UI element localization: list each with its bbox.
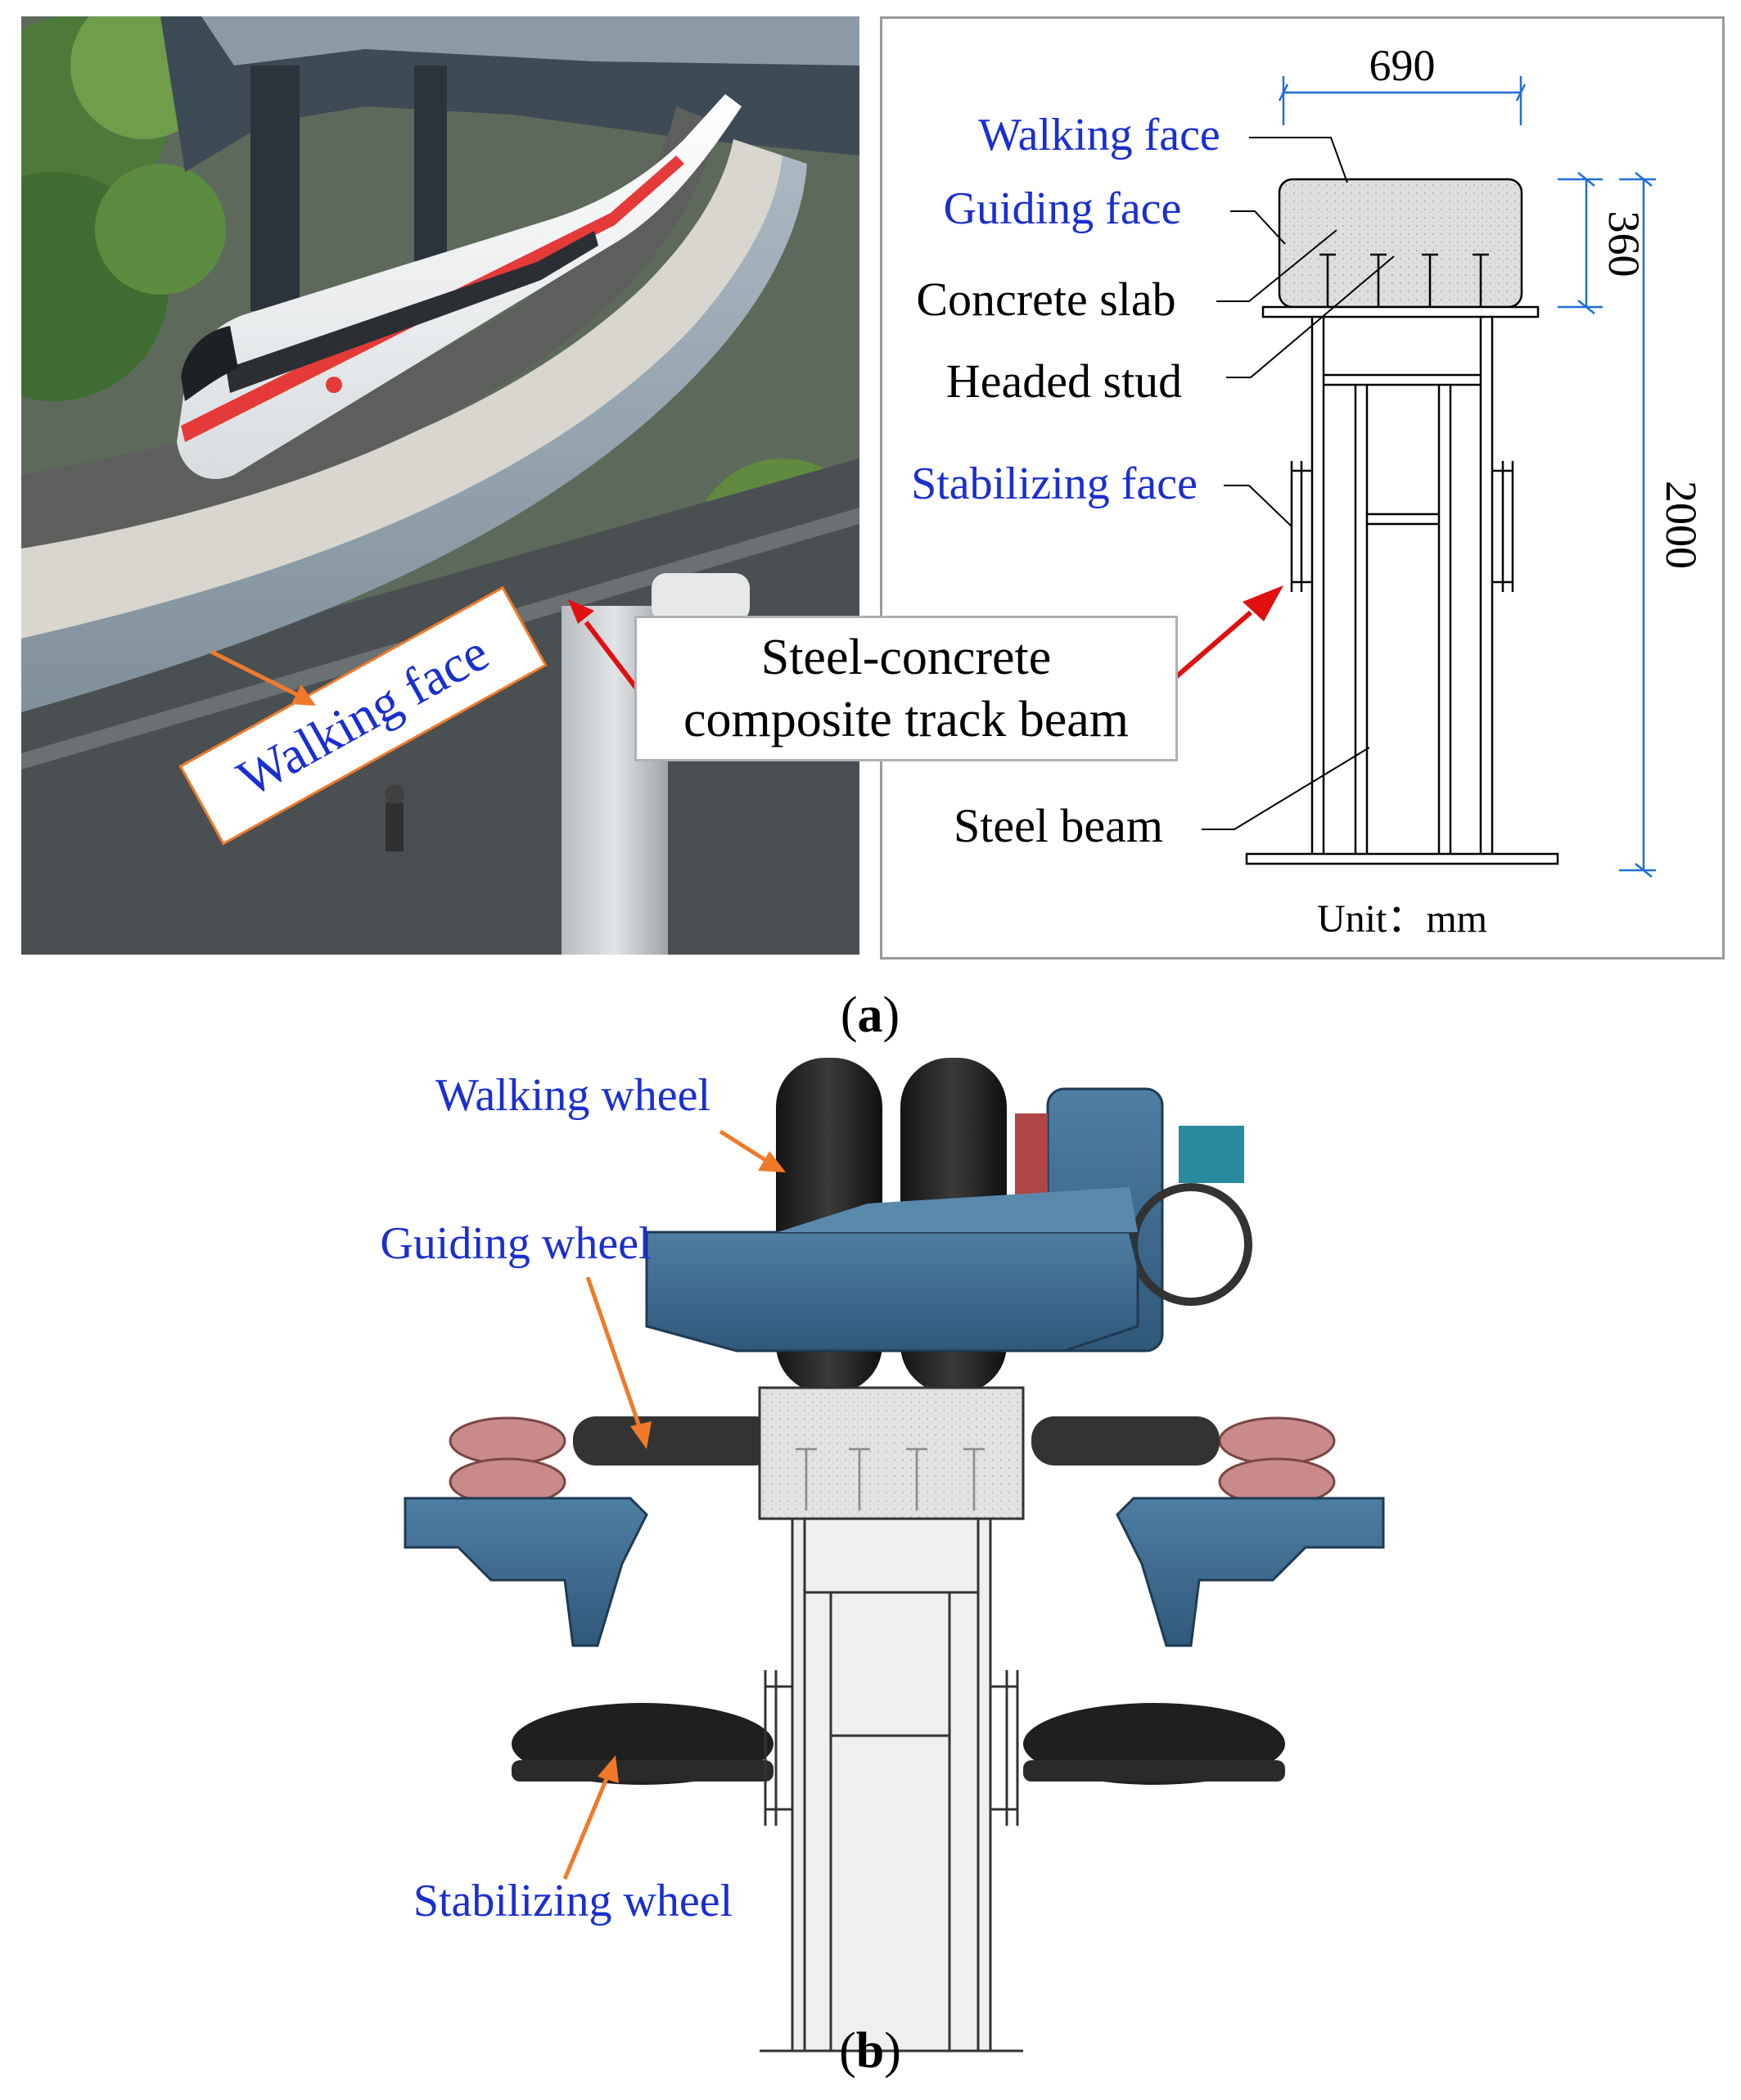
bogie-steel-beam [791, 1517, 992, 2053]
bogie-frame-top [647, 1187, 1138, 1232]
bogie-steel-beam-stiffeners [760, 1519, 1023, 2053]
dim-height-text: 2000 [1657, 481, 1706, 569]
building-column [250, 65, 300, 311]
callout-line-1: Steel-concrete [760, 630, 1052, 685]
photo-annotations: Walking face [178, 585, 638, 846]
tree [95, 164, 226, 295]
stabilizing-wheel-arrowhead [598, 1755, 619, 1783]
callout-line-2: composite track beam [683, 692, 1129, 747]
track-beam-top [21, 139, 783, 639]
headed-stud-label: Headed stud [946, 355, 1182, 408]
steel-beam [1245, 317, 1559, 865]
guiding-face-label: Guiding face [944, 183, 1182, 234]
air-spring-right [1218, 1416, 1336, 1506]
bogie-frame [645, 1231, 1139, 1353]
top-flange [1261, 305, 1540, 318]
dim-width-text: 690 [1369, 41, 1436, 90]
guiding-wheel-arrow [585, 1276, 643, 1429]
caption-a: (a) [840, 987, 900, 1043]
train [177, 94, 742, 480]
guiding-wheel-left [573, 1416, 778, 1465]
walking-wheel-arrow [719, 1129, 771, 1165]
cross-section-drawing: 690 360 2000 Walking face Guiding face C… [880, 16, 1725, 960]
guiding-wheel-right [1031, 1416, 1220, 1465]
dim-slab-text: 360 [1599, 211, 1649, 278]
beam-arrow-left [584, 621, 638, 689]
beam-arrowhead-right [1243, 585, 1283, 621]
air-spring-left [449, 1416, 566, 1506]
car [652, 573, 750, 622]
person [385, 784, 404, 804]
bogie-drawing: Walking wheel Guiding wheel Stabilizing … [380, 1058, 1385, 2053]
steel-beam-label: Steel beam [954, 799, 1163, 852]
beam-arrowhead-left [568, 599, 594, 624]
guiding-wheel-label: Guiding wheel [380, 1218, 651, 1269]
bogie-headed-studs [796, 1447, 985, 1511]
cross-section-svg: 690 360 2000 Walking face Guiding face C… [911, 41, 1706, 941]
track-beam-side [21, 156, 807, 712]
dimension-lines [1278, 76, 1656, 878]
stabilizing-wheel-left-rim [512, 1760, 774, 1782]
concrete-slab [1278, 178, 1523, 309]
stabilizing-face-label: Stabilizing face [911, 458, 1198, 509]
composite-beam-callout: Steel-concrete composite track beam [634, 616, 1178, 761]
walking-wheel-arrowhead [758, 1151, 786, 1172]
stabilizing-wheel-right-rim [1023, 1760, 1285, 1782]
building-column [414, 65, 447, 278]
walking-face-arrow [210, 649, 301, 698]
monorail-photo: Walking face [21, 16, 859, 955]
unit-label: Unit：mm [1317, 897, 1487, 941]
stabilizing-wheel-arrow [562, 1776, 610, 1880]
lower-arm-right [1116, 1497, 1385, 1647]
caption-b: (b) [839, 2023, 901, 2079]
lower-arm-left [404, 1497, 648, 1647]
headed-studs [1319, 253, 1489, 307]
guiding-wheel-arrowhead [630, 1421, 652, 1449]
walking-face-label-box: Walking face [178, 585, 548, 846]
walking-wheel-label: Walking wheel [435, 1070, 710, 1121]
station-canopy [201, 16, 859, 65]
bogie-concrete-slab [758, 1386, 1025, 1520]
leader-lines [1202, 137, 1395, 830]
brake-caliper [1179, 1126, 1244, 1183]
person [386, 802, 404, 851]
walking-face-arrowhead [291, 684, 316, 706]
concrete-slab-label: Concrete slab [916, 273, 1175, 326]
stabilizing-wheel-label: Stabilizing wheel [413, 1876, 733, 1926]
walking-face-label: Walking face [978, 110, 1220, 160]
